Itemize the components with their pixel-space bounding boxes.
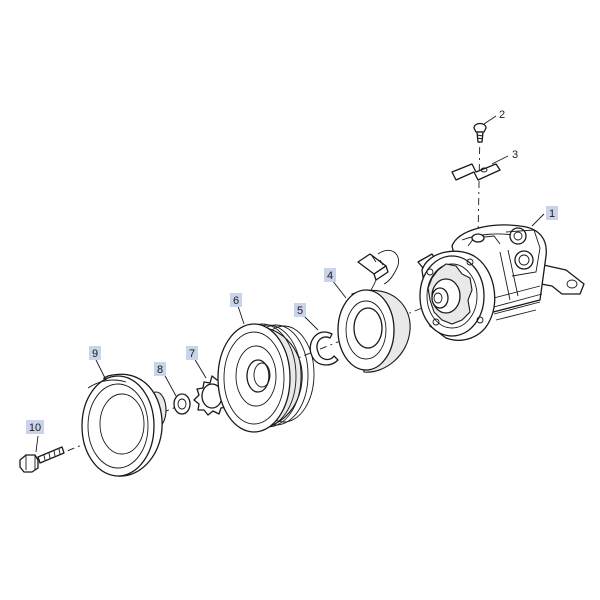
- leader-line-1: [531, 213, 545, 227]
- washer-part: [173, 393, 191, 415]
- clutch-hub-part: [81, 373, 167, 477]
- callout-3: 3: [512, 149, 518, 161]
- callout-4-label: 4: [327, 270, 333, 282]
- leader-line-2: [483, 115, 497, 125]
- leader-line-9: [95, 359, 107, 381]
- callout-9-label: 9: [92, 348, 98, 360]
- callout-5: 5: [294, 303, 306, 317]
- leader-line-4: [331, 279, 347, 299]
- callout-8-label: 8: [157, 364, 163, 376]
- callout-6-label: 6: [233, 295, 239, 307]
- callout-3-label: 3: [512, 149, 518, 161]
- leader-line-10: [35, 435, 39, 453]
- callout-10: 10: [26, 420, 44, 434]
- bolt-axis-line: [477, 129, 481, 239]
- callout-9: 9: [89, 346, 101, 360]
- pulley-part: [217, 323, 315, 433]
- callout-7-label: 7: [189, 348, 195, 360]
- bolt-part: [19, 446, 65, 473]
- bracket-part: [451, 163, 501, 181]
- callout-4: 4: [324, 268, 336, 282]
- leader-line-8: [163, 373, 177, 397]
- callout-6: 6: [230, 293, 242, 307]
- callout-8: 8: [154, 362, 166, 376]
- callout-1: 1: [546, 206, 558, 220]
- callout-1-label: 1: [549, 208, 555, 220]
- callout-2-label: 2: [499, 109, 505, 121]
- screw-part: [473, 122, 487, 143]
- leader-line-3: [491, 155, 509, 165]
- compressor-part: [417, 224, 585, 341]
- snap-ring-part: [309, 331, 339, 366]
- callout-7: 7: [186, 346, 198, 360]
- field-coil-part: [337, 249, 411, 373]
- leader-line-7: [193, 357, 207, 379]
- callout-5-label: 5: [297, 305, 303, 317]
- callout-10-label: 10: [29, 422, 41, 434]
- callout-2: 2: [499, 109, 505, 121]
- leader-line-6: [237, 305, 245, 325]
